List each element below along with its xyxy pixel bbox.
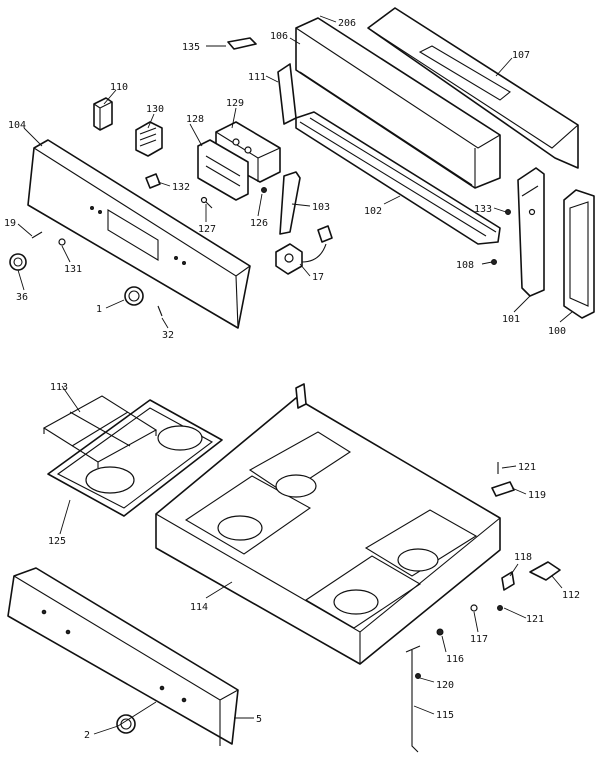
part-1-knob (124, 286, 144, 306)
label-32: 32 (162, 330, 174, 341)
label-114: 114 (190, 602, 208, 613)
label-2: 2 (84, 730, 90, 741)
part-111-bracket (277, 63, 297, 125)
label-115: 115 (436, 710, 454, 721)
part-112 (529, 561, 561, 581)
label-121-bottom: 121 (526, 614, 544, 625)
part-104-control-panel (27, 139, 251, 329)
part-130 (135, 121, 163, 157)
label-131: 131 (64, 264, 82, 275)
part-127 (200, 196, 213, 209)
label-36: 36 (16, 292, 28, 303)
label-100: 100 (548, 326, 566, 337)
part-129-module (215, 121, 281, 183)
part-119 (491, 481, 515, 497)
label-5: 5 (256, 714, 262, 725)
label-128: 128 (186, 114, 204, 125)
part-113-grate (42, 395, 158, 468)
part-2-knob (116, 714, 136, 734)
part-5-front-panel (7, 567, 239, 746)
part-36-knob (9, 253, 27, 271)
part-120 (415, 673, 421, 679)
label-126: 126 (250, 218, 268, 229)
part-labels: 206 106 107 135 111 110 130 129 128 104 … (4, 18, 580, 741)
label-101: 101 (502, 314, 520, 325)
label-206: 206 (338, 18, 356, 29)
leader-lines (17, 15, 573, 735)
part-117 (470, 604, 478, 612)
part-107-cover (367, 7, 579, 169)
label-129: 129 (226, 98, 244, 109)
part-121-screw-bottom (497, 605, 503, 611)
part-133 (505, 209, 511, 215)
part-102-rail (295, 111, 501, 245)
label-108: 108 (456, 260, 474, 271)
label-1: 1 (96, 304, 102, 315)
label-130: 130 (146, 104, 164, 115)
part-128-plate (197, 139, 249, 201)
label-132: 132 (172, 182, 190, 193)
part-19-screw (31, 231, 43, 239)
part-32-screw (157, 305, 163, 317)
label-133: 133 (474, 204, 492, 215)
part-114-cooktop (155, 383, 501, 665)
part-108 (491, 259, 497, 265)
part-100-panel (563, 189, 595, 319)
part-110 (93, 97, 113, 131)
label-110: 110 (110, 82, 128, 93)
label-102: 102 (364, 206, 382, 217)
label-117: 117 (470, 634, 488, 645)
label-112: 112 (562, 590, 580, 601)
label-107: 107 (512, 50, 530, 61)
label-121-top: 121 (518, 462, 536, 473)
label-111: 111 (248, 72, 266, 83)
part-106-backguard (295, 17, 501, 189)
part-125-drip-pan (47, 399, 223, 517)
part-101-trim (517, 167, 545, 297)
label-19: 19 (4, 218, 16, 229)
part-115-rod (405, 645, 421, 753)
label-103: 103 (312, 202, 330, 213)
label-116: 116 (446, 654, 464, 665)
label-127: 127 (198, 224, 216, 235)
part-116 (436, 628, 444, 636)
label-104: 104 (8, 120, 26, 131)
part-118 (501, 571, 515, 591)
part-132 (145, 173, 161, 189)
label-17: 17 (312, 272, 324, 283)
label-113: 113 (50, 382, 68, 393)
label-119: 119 (528, 490, 546, 501)
label-125: 125 (48, 536, 66, 547)
part-126 (261, 187, 267, 193)
part-103-tube (279, 171, 301, 235)
part-135 (227, 37, 257, 50)
label-120: 120 (436, 680, 454, 691)
label-135: 135 (182, 42, 200, 53)
label-106: 106 (270, 31, 288, 42)
label-118: 118 (514, 552, 532, 563)
part-131 (58, 238, 66, 246)
